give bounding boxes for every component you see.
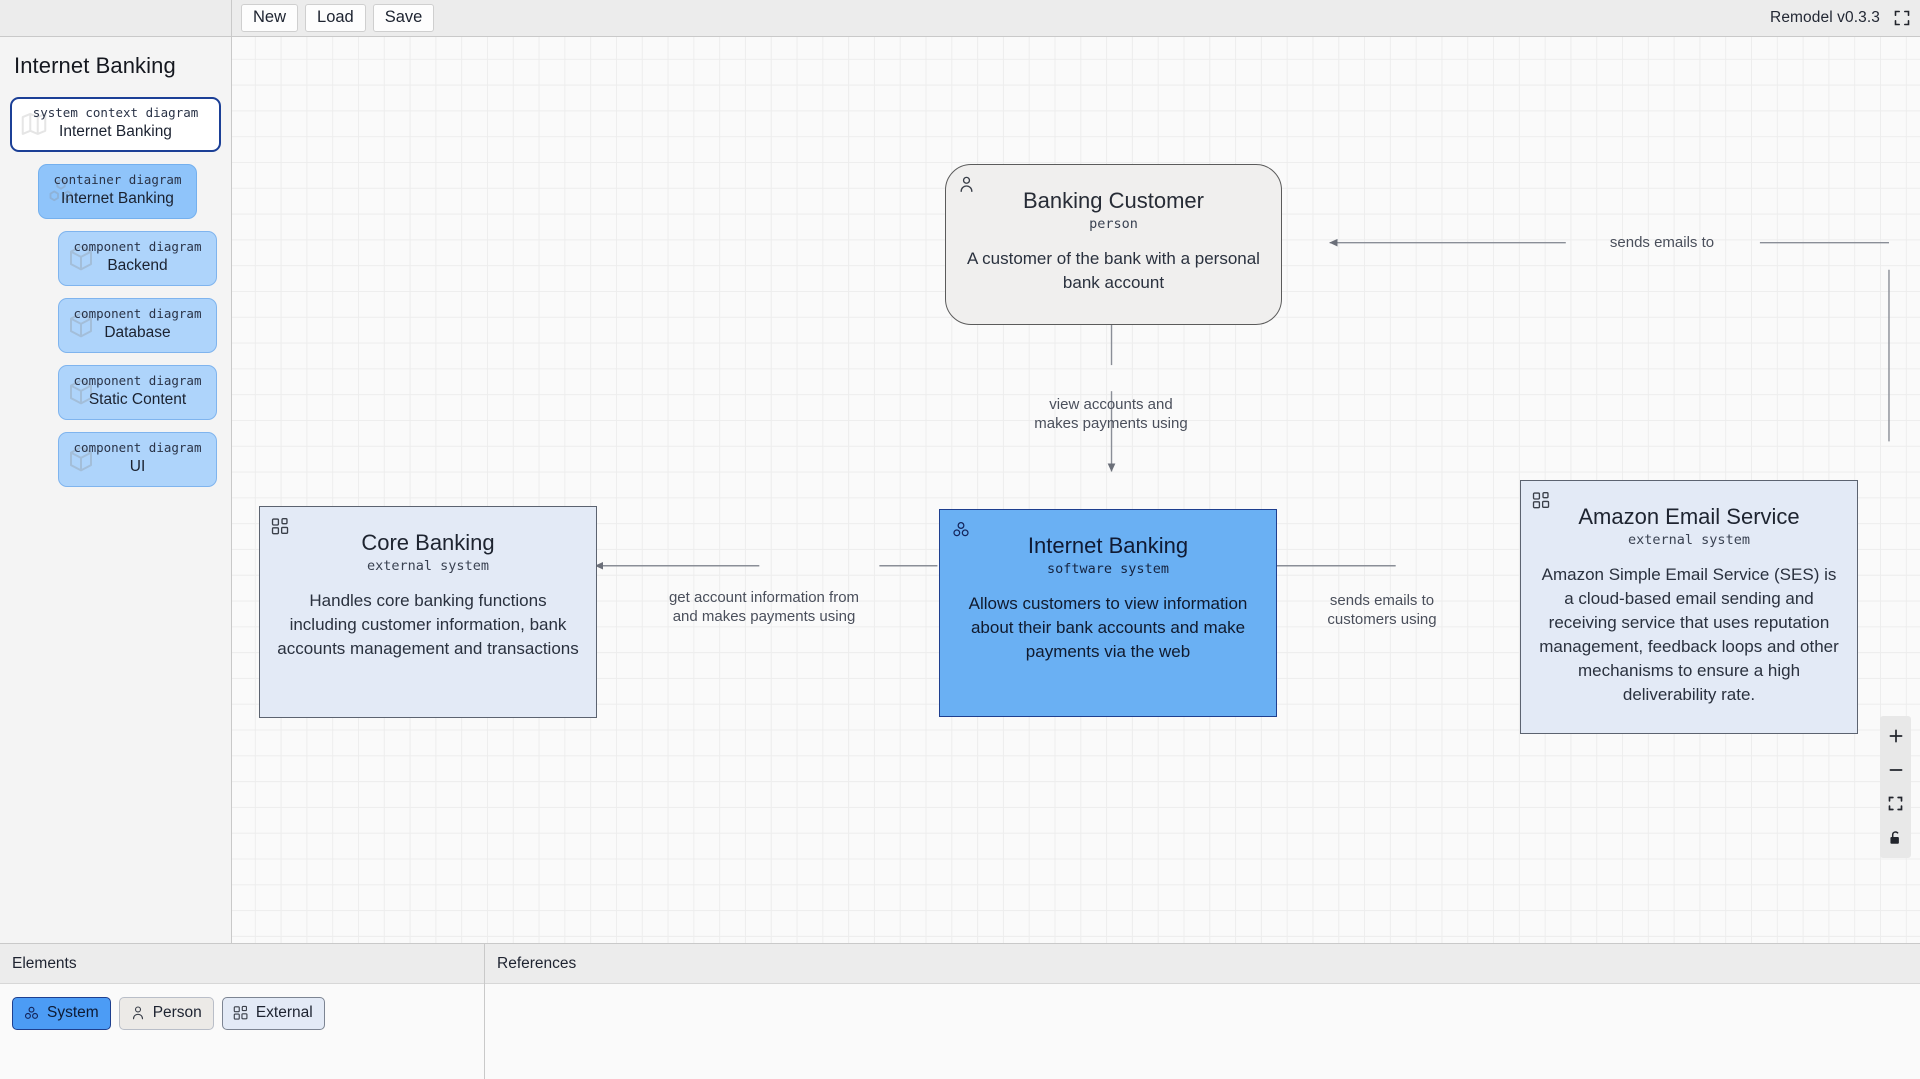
sidebar-item-component-database[interactable]: component diagram Database	[58, 298, 217, 353]
node-description: A customer of the bank with a personal b…	[967, 249, 1260, 292]
elements-panel: Elements System	[0, 944, 485, 1079]
node-title: Internet Banking	[1027, 533, 1189, 558]
palette-item-label: External	[255, 1004, 313, 1021]
sidebar-item-component-ui[interactable]: component diagram UI	[58, 432, 217, 487]
sidebar-item-kind: component diagram	[73, 239, 202, 254]
node-core-banking[interactable]: Core Banking external system Handles cor…	[259, 506, 597, 718]
diagram-canvas[interactable]: Banking Customer person A customer of th…	[232, 37, 1920, 943]
node-banking-customer[interactable]: Banking Customer person A customer of th…	[945, 164, 1282, 325]
sidebar-item-kind: container diagram	[53, 172, 182, 187]
toolbar-right-group: Remodel v0.3.3	[1770, 0, 1910, 36]
sidebar-item-label: Internet Banking	[61, 190, 174, 207]
external-icon	[1532, 491, 1551, 515]
node-title: Amazon Email Service	[1578, 504, 1800, 529]
node-title: Banking Customer	[1023, 188, 1204, 213]
main-body: Internet Banking system context diagram …	[0, 37, 1920, 944]
sidebar-item-label: UI	[129, 458, 146, 475]
sidebar-item-label: Static Content	[88, 391, 187, 408]
external-icon	[271, 517, 290, 541]
sidebar: Internet Banking system context diagram …	[0, 37, 232, 943]
unlock-icon[interactable]	[1880, 822, 1911, 853]
node-title: Core Banking	[361, 530, 495, 555]
elements-palette: System Person	[0, 984, 484, 1079]
save-button[interactable]: Save	[372, 4, 435, 32]
sidebar-item-component-static-content[interactable]: component diagram Static Content	[58, 365, 217, 420]
person-icon	[957, 175, 976, 199]
node-description: Handles core banking functions including…	[277, 591, 579, 658]
toolbar-sidebar-spacer	[0, 0, 232, 36]
sidebar-item-kind: component diagram	[73, 440, 202, 455]
zoom-in-button[interactable]	[1880, 720, 1911, 751]
node-kind: external system	[367, 558, 489, 574]
node-description: Allows customers to view information abo…	[968, 594, 1248, 661]
expand-icon[interactable]	[1894, 10, 1910, 26]
palette-item-external[interactable]: External	[221, 997, 325, 1030]
sidebar-item-kind: component diagram	[73, 373, 202, 388]
node-internet-banking[interactable]: Internet Banking software system Allows …	[939, 509, 1277, 717]
sidebar-item-kind: system context diagram	[32, 105, 199, 120]
workspace-title: Internet Banking	[14, 53, 176, 78]
sidebar-item-system-context-internet-banking[interactable]: system context diagram Internet Banking	[10, 97, 221, 152]
node-kind: software system	[1047, 561, 1169, 577]
person-icon	[130, 1005, 146, 1021]
external-icon	[233, 1005, 249, 1021]
node-amazon-email-service[interactable]: Amazon Email Service external system Ama…	[1520, 480, 1858, 734]
system-icon	[951, 520, 971, 545]
node-description: Amazon Simple Email Service (SES) is a c…	[1539, 565, 1839, 704]
sidebar-item-label: Database	[104, 324, 171, 341]
zoom-out-button[interactable]	[1880, 754, 1911, 785]
sidebar-item-container-internet-banking[interactable]: container diagram Internet Banking	[38, 164, 197, 219]
top-toolbar: New Load Save Remodel v0.3.3	[0, 0, 1920, 37]
elements-panel-title: Elements	[0, 944, 484, 984]
node-kind: external system	[1628, 532, 1750, 548]
diagram-tree: system context diagram Internet Banking …	[0, 97, 231, 487]
palette-item-system[interactable]: System	[12, 997, 111, 1030]
fit-screen-icon[interactable]	[1880, 788, 1911, 819]
app-version-label: Remodel v0.3.3	[1770, 9, 1880, 26]
zoom-controls	[1880, 716, 1911, 858]
node-kind: person	[1089, 216, 1138, 232]
palette-item-person[interactable]: Person	[118, 997, 214, 1030]
new-button[interactable]: New	[241, 4, 299, 32]
references-panel: References	[485, 944, 1920, 1079]
bottom-panels: Elements System	[0, 944, 1920, 1079]
sidebar-item-component-backend[interactable]: component diagram Backend	[58, 231, 217, 286]
palette-item-label: Person	[152, 1004, 202, 1021]
toolbar-buttons: New Load Save Remodel v0.3.3	[232, 0, 1920, 36]
palette-item-label: System	[47, 1004, 99, 1021]
references-panel-title: References	[485, 944, 1920, 984]
sidebar-item-label: Backend	[107, 257, 168, 274]
sidebar-item-label: Internet Banking	[59, 123, 172, 140]
references-list	[485, 984, 1920, 1079]
sidebar-item-kind: component diagram	[73, 306, 202, 321]
load-button[interactable]: Load	[305, 4, 366, 32]
system-icon	[23, 1005, 40, 1022]
